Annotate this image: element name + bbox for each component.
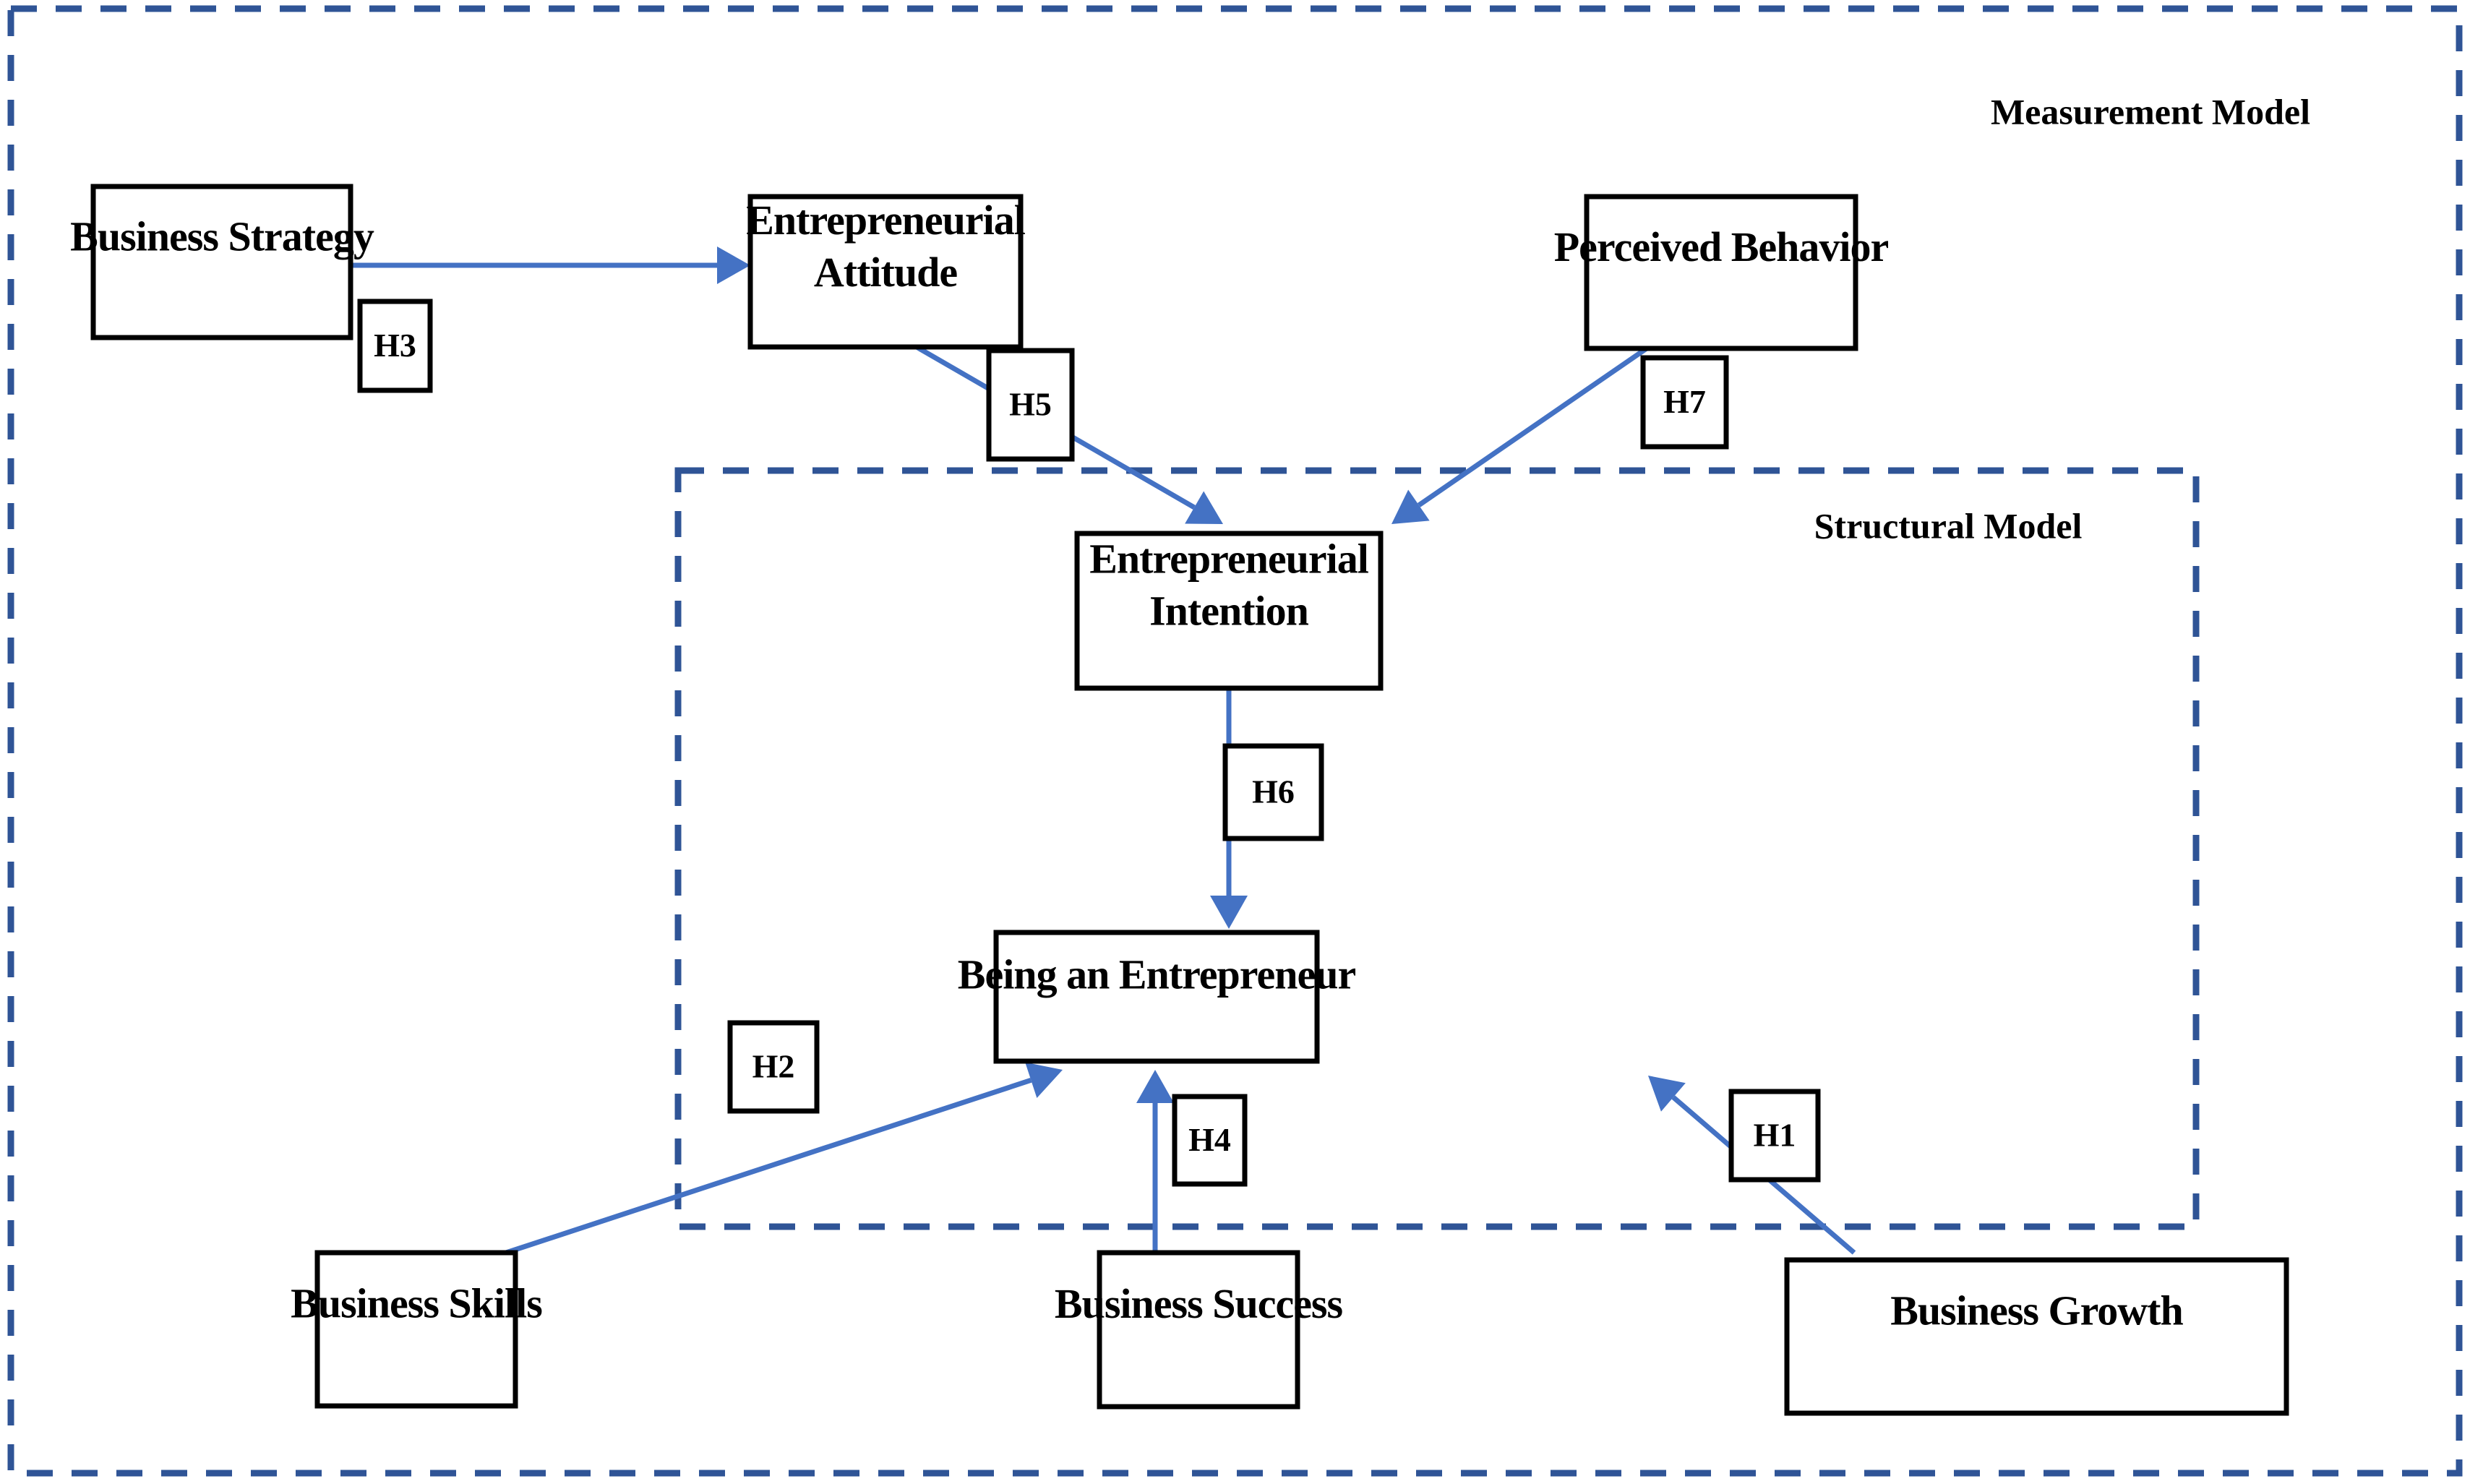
construct-label: Business Growth bbox=[1890, 1287, 2183, 1334]
arrow-head-icon bbox=[1025, 1062, 1063, 1099]
construct-box[interactable] bbox=[993, 930, 1320, 1064]
hypothesis-label: H3 bbox=[374, 327, 416, 364]
hypothesis-H5[interactable]: H5 bbox=[986, 348, 1075, 462]
construct-label: Business Strategy bbox=[70, 213, 374, 260]
construct-box[interactable] bbox=[1097, 1250, 1300, 1410]
construct-label: Perceived Behavior bbox=[1554, 223, 1889, 270]
construct-label: Entrepreneurial bbox=[1089, 535, 1369, 582]
link-behavior-to-intention bbox=[1391, 346, 1648, 524]
hypothesis-box[interactable] bbox=[1172, 1094, 1248, 1187]
construct-box[interactable] bbox=[747, 194, 1024, 350]
construct-box[interactable] bbox=[314, 1250, 518, 1409]
hypothesis-label: H4 bbox=[1188, 1121, 1231, 1158]
hypothesis-label: H2 bbox=[752, 1048, 795, 1085]
model-links bbox=[351, 246, 1856, 1256]
construct-label: Being an Entrepreneur bbox=[958, 951, 1356, 998]
construct-box[interactable] bbox=[1074, 531, 1384, 691]
hypothesis-label: H7 bbox=[1663, 383, 1706, 420]
link-strategy-to-attitude bbox=[351, 246, 750, 284]
structural-model-region bbox=[674, 467, 2200, 1230]
hypothesis-box[interactable] bbox=[1640, 355, 1729, 450]
construct-business-strategy[interactable]: Business Strategy bbox=[70, 184, 375, 340]
construct-business-success[interactable]: Business Success bbox=[1055, 1250, 1344, 1410]
hypothesis-H4[interactable]: H4 bbox=[1172, 1094, 1248, 1187]
construct-label: Intention bbox=[1149, 587, 1309, 634]
arrow-head-icon bbox=[717, 246, 750, 284]
construct-perceived-behavior[interactable]: Perceived Behavior bbox=[1554, 194, 1890, 351]
link-skills-to-being bbox=[505, 1062, 1063, 1256]
hypothesis-H1[interactable]: H1 bbox=[1728, 1089, 1821, 1183]
construct-business-growth[interactable]: Business Growth bbox=[1784, 1257, 2289, 1416]
hypothesis-box[interactable] bbox=[727, 1020, 820, 1114]
hypothesis-H3[interactable]: H3 bbox=[357, 299, 433, 393]
arrow-head-icon bbox=[1648, 1076, 1686, 1112]
arrow-head-icon bbox=[1185, 491, 1223, 524]
hypothesis-box[interactable] bbox=[1222, 743, 1324, 841]
construct-box[interactable] bbox=[1584, 194, 1858, 351]
structural-model-label: Structural Model bbox=[1814, 505, 2083, 546]
hypothesis-label: H1 bbox=[1754, 1117, 1796, 1154]
hypothesis-box[interactable] bbox=[986, 348, 1075, 462]
model-regions: Measurement Model Structural Model bbox=[7, 5, 2463, 1477]
link-success-to-being bbox=[1136, 1070, 1174, 1253]
arrow-head-icon bbox=[1136, 1070, 1174, 1103]
construct-label: Business Success bbox=[1055, 1280, 1343, 1327]
hypothesis-H7[interactable]: H7 bbox=[1640, 355, 1729, 450]
hypothesis-label: H6 bbox=[1252, 773, 1295, 810]
link-line bbox=[1417, 346, 1648, 507]
hypothesis-H2[interactable]: H2 bbox=[727, 1020, 820, 1114]
arrow-head-icon bbox=[1391, 489, 1430, 524]
construct-box[interactable] bbox=[90, 184, 353, 340]
link-line bbox=[505, 1078, 1032, 1256]
construct-label: Attitude bbox=[814, 249, 957, 296]
construct-label: Entrepreneurial bbox=[746, 197, 1026, 244]
construct-business-skills[interactable]: Business Skills bbox=[291, 1250, 543, 1409]
hypothesis-H6[interactable]: H6 bbox=[1222, 743, 1324, 841]
measurement-model-region bbox=[7, 5, 2463, 1477]
construct-being-an-entrepreneur[interactable]: Being an Entrepreneur bbox=[958, 930, 1356, 1064]
arrow-head-icon bbox=[1210, 896, 1248, 929]
construct-label: Business Skills bbox=[291, 1280, 542, 1327]
construct-box[interactable] bbox=[1784, 1257, 2289, 1416]
hypothesis-label: H5 bbox=[1009, 386, 1052, 423]
measurement-model-label: Measurement Model bbox=[1991, 91, 2310, 132]
hypothesis-box[interactable] bbox=[357, 299, 433, 393]
hypothesis-box[interactable] bbox=[1728, 1089, 1821, 1183]
